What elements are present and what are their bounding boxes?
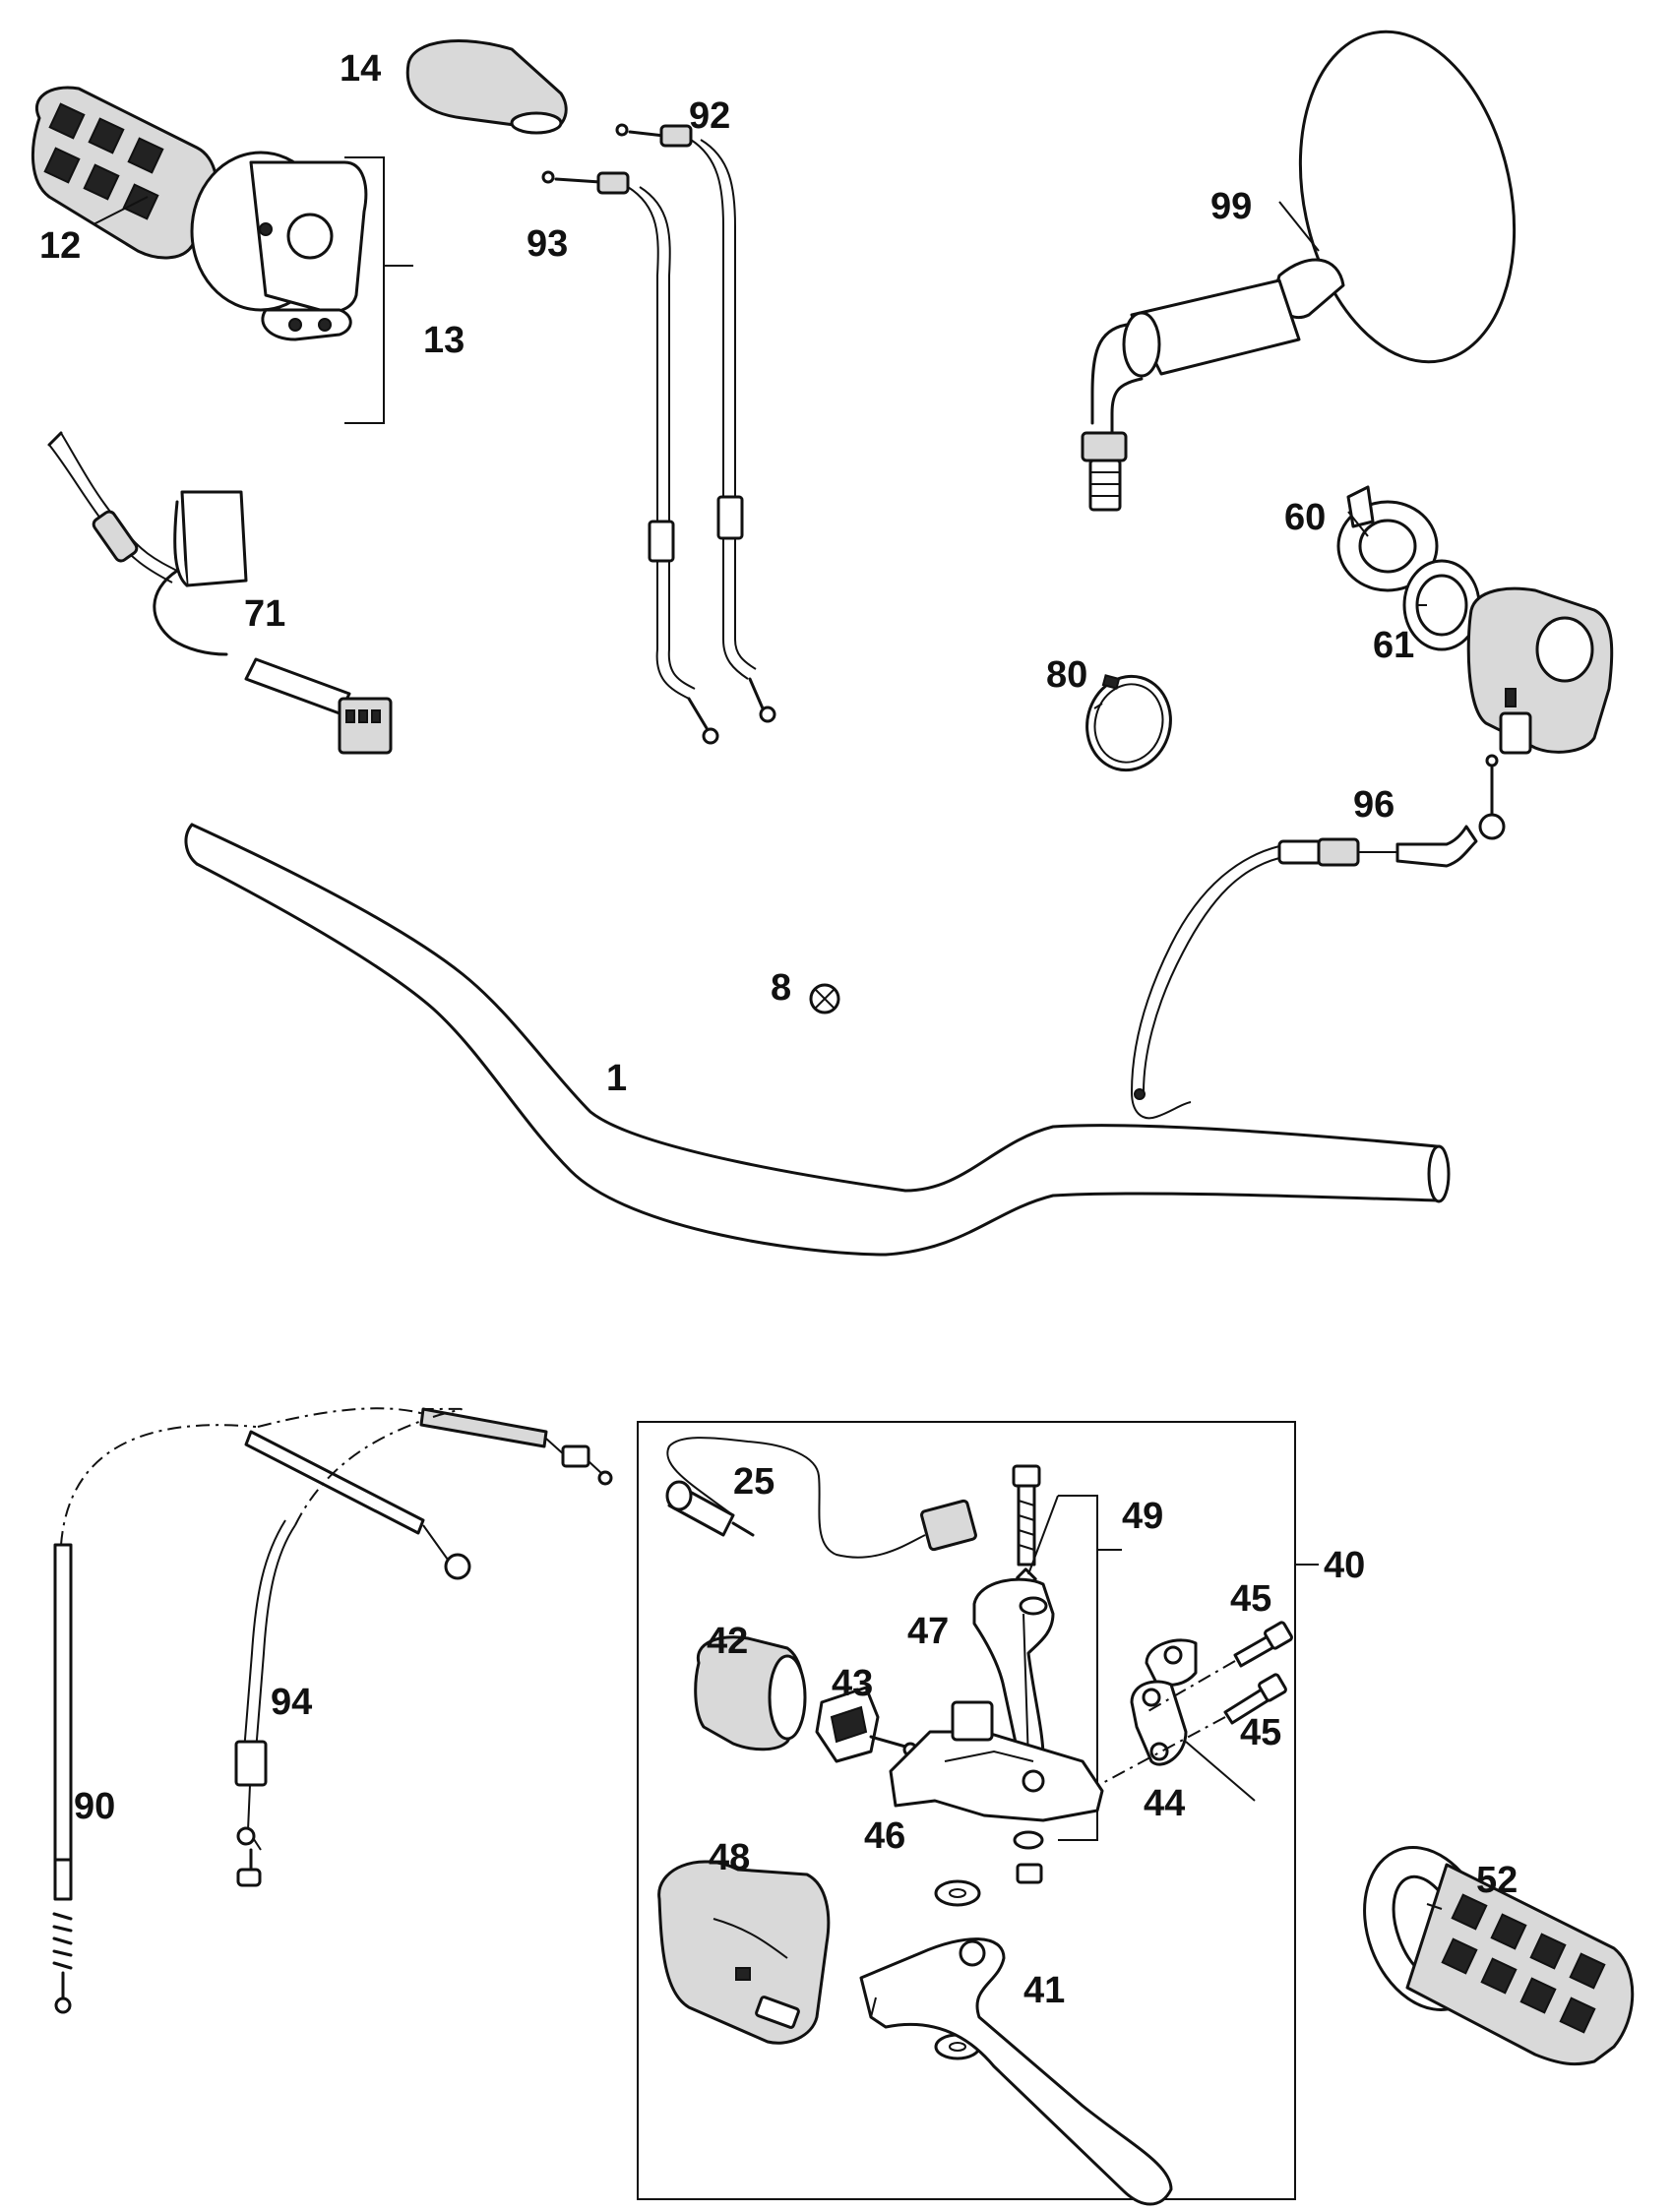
- clip-part-8: [809, 983, 840, 1014]
- grip-cap-part-14: [405, 39, 568, 135]
- switch-part-71: [47, 431, 393, 755]
- throttle-grip-assembly: [31, 86, 368, 341]
- mirror-part-99: [1081, 30, 1517, 512]
- hose-clamp-part-80: [1085, 674, 1172, 772]
- sensor-cable-part-25: [665, 1437, 977, 1559]
- callout-45-lower: 45: [1240, 1712, 1281, 1753]
- callout-71: 71: [244, 593, 285, 635]
- callout-44: 44: [1144, 1783, 1185, 1824]
- callout-60: 60: [1284, 497, 1326, 538]
- adjuster-part-42: [694, 1635, 807, 1751]
- callout-61: 61: [1373, 625, 1414, 666]
- cover-part-48: [657, 1860, 831, 2045]
- callout-8: 8: [771, 967, 791, 1009]
- bolt-part-45-upper: [1146, 1621, 1293, 1713]
- cable-part-90: [52, 1424, 257, 2014]
- callout-25: 25: [733, 1461, 775, 1503]
- lever-housing-part-46: [889, 1700, 1104, 1822]
- callout-52: 52: [1476, 1860, 1518, 1901]
- callout-43: 43: [832, 1663, 873, 1704]
- clamp-part-60: [1336, 485, 1439, 592]
- ring-part-61: [1402, 559, 1481, 651]
- callout-96: 96: [1353, 784, 1394, 826]
- callout-93: 93: [527, 223, 568, 265]
- lever-part-41: [859, 1937, 1173, 2206]
- callout-90: 90: [74, 1786, 115, 1827]
- callout-49: 49: [1122, 1496, 1163, 1537]
- screw-part-49: [1012, 1464, 1122, 1841]
- grip-pattern-52: [1441, 1893, 1606, 2034]
- cable-part-96: [1131, 754, 1506, 1120]
- callout-99: 99: [1210, 186, 1252, 227]
- callout-48: 48: [709, 1837, 750, 1878]
- throttle-cable-part-92: [615, 123, 776, 723]
- callout-42: 42: [707, 1621, 748, 1662]
- cable-part-94: [234, 1407, 471, 1887]
- throttle-cable-part-93: [541, 170, 719, 745]
- grip-pattern: [43, 102, 164, 220]
- callout-1: 1: [606, 1058, 627, 1099]
- callout-41: 41: [1023, 1970, 1065, 2011]
- callout-12: 12: [39, 225, 81, 267]
- callout-45-upper: 45: [1230, 1578, 1271, 1620]
- clamp-part-44: [1130, 1638, 1198, 1766]
- callout-47: 47: [907, 1611, 949, 1652]
- grip-part-52: [1363, 1846, 1635, 2066]
- callout-13: 13: [423, 320, 465, 361]
- handlebar: [184, 823, 1451, 1257]
- switch-housing: [1466, 586, 1614, 755]
- callout-80: 80: [1046, 654, 1087, 696]
- callout-40: 40: [1324, 1545, 1365, 1586]
- sub-assembly-box-40: [637, 1421, 1319, 2200]
- callout-14: 14: [340, 48, 381, 90]
- callout-46: 46: [864, 1815, 905, 1857]
- cable-end-top: [419, 1407, 613, 1486]
- callout-labels: 1 8 12 13 14 25 40 41 42 43 44 45 45 46 …: [39, 48, 1518, 2011]
- callout-94: 94: [271, 1682, 312, 1723]
- bracket-part-13: [344, 156, 413, 424]
- callout-92: 92: [689, 95, 730, 137]
- leader-lines: [93, 196, 1443, 1910]
- bolt-part-45-lower: [1096, 1673, 1287, 1787]
- lever-bracket-part-47: [972, 1577, 1055, 1768]
